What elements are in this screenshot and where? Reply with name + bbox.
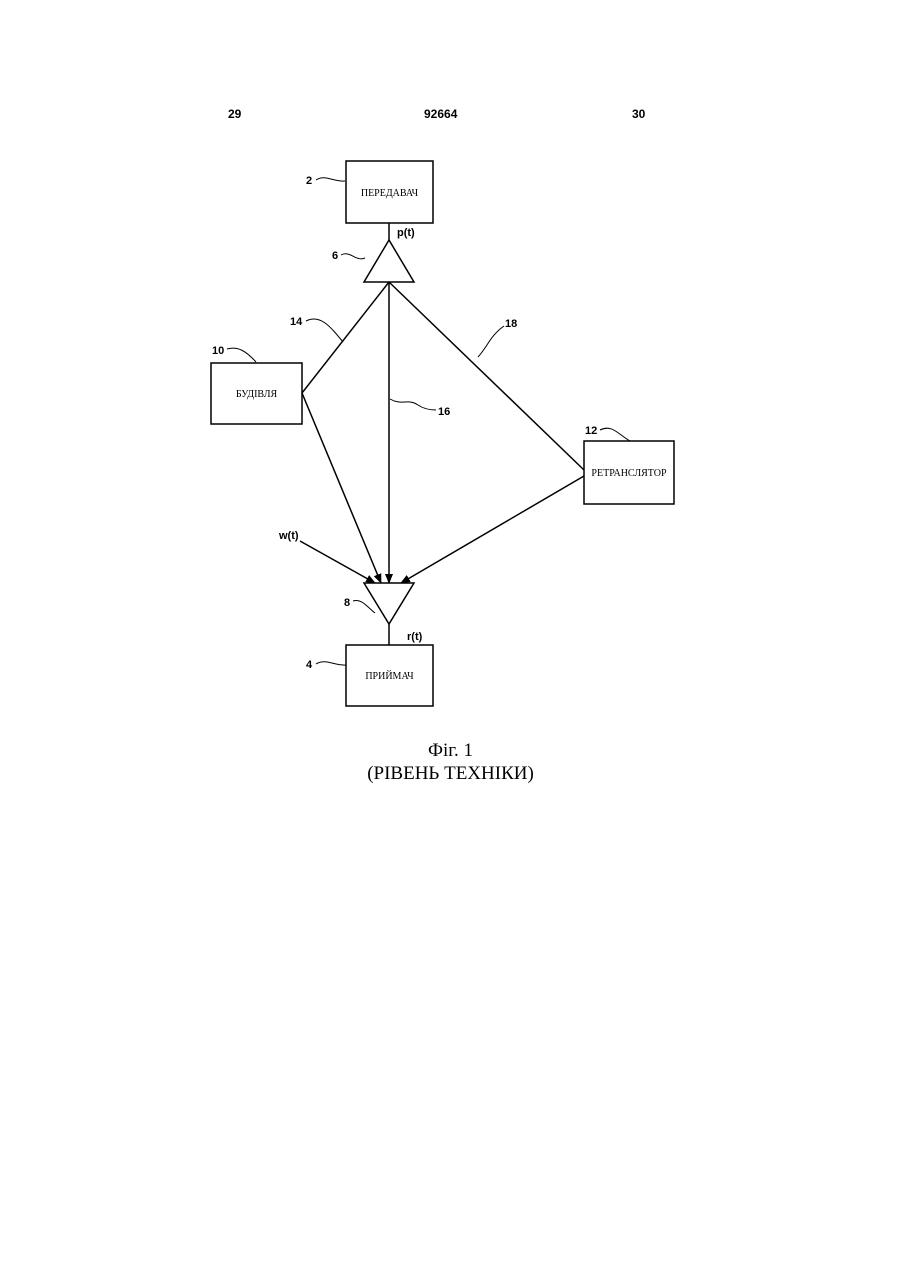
path-building-to-rx xyxy=(302,393,381,583)
path-tx-to-building xyxy=(302,282,389,393)
path-tx-to-repeater xyxy=(389,282,584,470)
rx-antenna-ref: 8 xyxy=(344,597,350,609)
figure-caption: Фіг. 1 xyxy=(0,740,901,762)
path-repeater-leader xyxy=(478,326,504,357)
receiver-leader xyxy=(316,662,346,665)
transmitted-signal-label: p(t) xyxy=(397,227,415,239)
building-ref: 10 xyxy=(212,345,224,357)
path-direct-ref: 16 xyxy=(438,406,450,418)
receiver-ref: 4 xyxy=(306,659,313,671)
building-label: БУДІВЛЯ xyxy=(236,389,278,400)
transmitter-leader xyxy=(316,178,345,181)
transmitter-block: ПЕРЕДАВАЧ xyxy=(346,161,433,223)
tx-antenna-leader xyxy=(341,254,365,259)
rx-antenna xyxy=(364,583,414,624)
repeater-block: РЕТРАНСЛЯТОР xyxy=(584,441,674,504)
received-signal-label: r(t) xyxy=(407,631,423,643)
noise-input-line xyxy=(300,541,375,583)
repeater-ref: 12 xyxy=(585,425,597,437)
path-repeater-to-rx xyxy=(401,476,584,583)
path-building-leader xyxy=(306,319,343,342)
repeater-label: РЕТРАНСЛЯТОР xyxy=(591,468,667,479)
path-repeater-ref: 18 xyxy=(505,318,517,330)
noise-signal-label: w(t) xyxy=(278,530,299,542)
transmitter-ref: 2 xyxy=(306,175,312,187)
receiver-block: ПРИЙМАЧ xyxy=(346,645,433,706)
tx-antenna xyxy=(364,240,414,282)
path-direct-leader xyxy=(390,399,436,410)
repeater-leader xyxy=(600,428,630,441)
rx-antenna-leader xyxy=(353,600,375,613)
building-block: БУДІВЛЯ xyxy=(211,363,302,424)
path-building-ref: 14 xyxy=(290,316,303,328)
building-leader xyxy=(227,348,256,362)
multipath-diagram: ПЕРЕДАВАЧ 2 p(t) 6 БУДІВЛЯ 10 РЕТРАНСЛЯТ… xyxy=(0,0,901,800)
figure-note: (РІВЕНЬ ТЕХНІКИ) xyxy=(0,763,901,785)
transmitter-label: ПЕРЕДАВАЧ xyxy=(361,188,419,199)
receiver-label: ПРИЙМАЧ xyxy=(365,670,414,682)
tx-antenna-ref: 6 xyxy=(332,250,338,262)
